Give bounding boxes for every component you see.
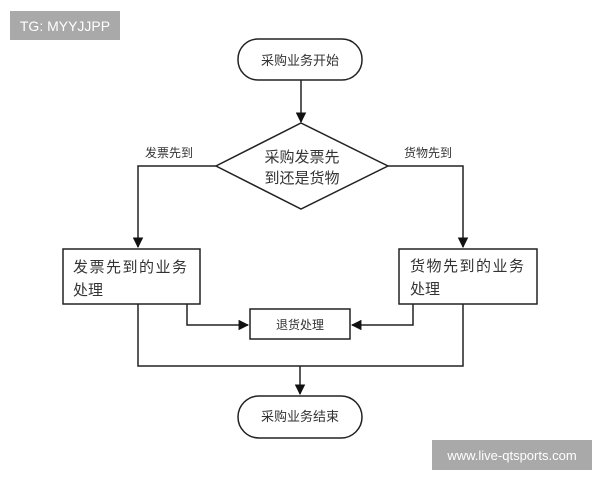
- arrow-left-to-return: [186, 304, 250, 331]
- left-process-box: [62, 248, 201, 305]
- arrow-right-to-return: [350, 304, 414, 331]
- decision-label-line1: 采购发票先: [264, 148, 339, 166]
- start-label: 采购业务开始: [261, 53, 339, 69]
- watermark-top-left: TG: MYYJJPP: [10, 11, 120, 40]
- right-process-box: [398, 248, 538, 305]
- decision-label-line2: 到还是货物: [264, 169, 339, 187]
- arrow-right-branch: [388, 165, 469, 249]
- end-label: 采购业务结束: [261, 409, 339, 425]
- left-process-line2: 处理: [73, 281, 103, 299]
- watermark-bottom-right: www.live-qtsports.com: [432, 440, 592, 470]
- right-process-line1: 货物先到的业务: [410, 257, 526, 275]
- left-branch-label: 发票先到: [145, 145, 193, 160]
- return-process-box: [249, 308, 351, 340]
- right-process-line2: 处理: [410, 280, 440, 298]
- arrow-left-branch: [132, 165, 216, 249]
- right-branch-label: 货物先到: [404, 145, 452, 160]
- decision-diamond: [214, 122, 390, 210]
- end-terminal: [237, 395, 363, 439]
- start-terminal: [237, 38, 363, 81]
- left-process-line1: 发票先到的业务: [73, 258, 189, 276]
- return-process-label: 退货处理: [276, 317, 324, 332]
